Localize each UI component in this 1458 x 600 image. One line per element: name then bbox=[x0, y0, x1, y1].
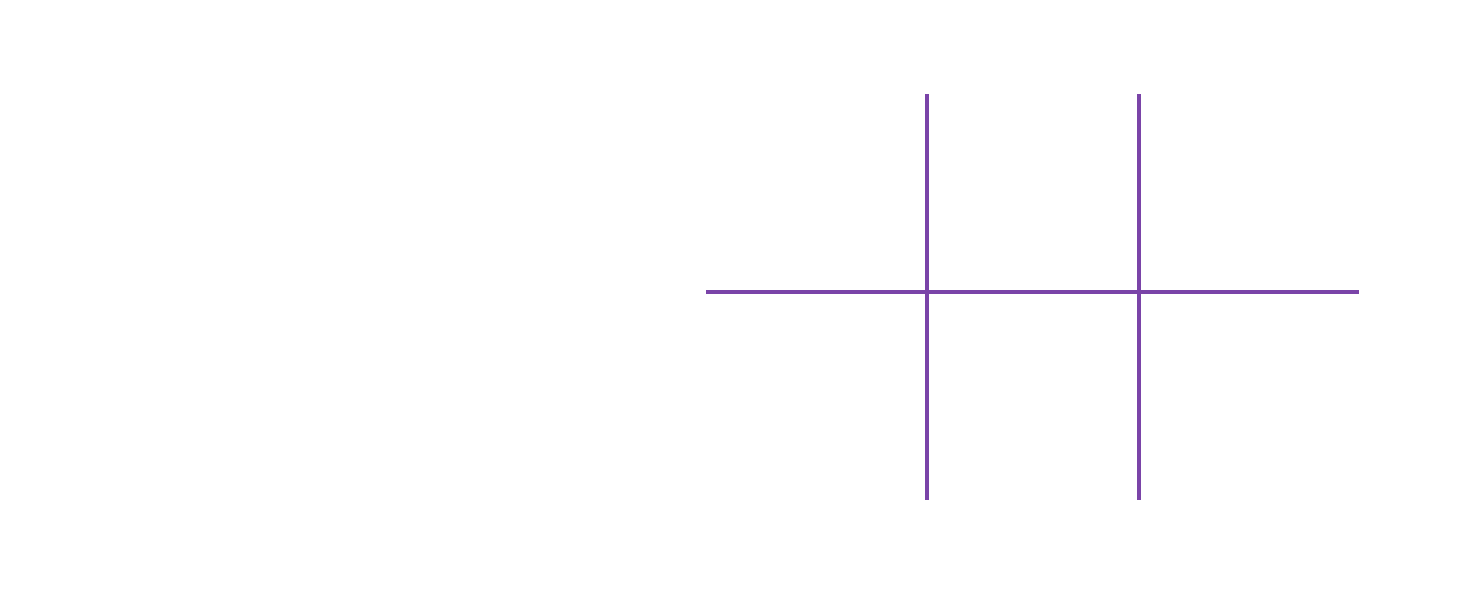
vertical-line-left bbox=[925, 94, 929, 500]
vertical-line-right bbox=[1137, 94, 1141, 500]
horizontal-line bbox=[706, 290, 1359, 294]
